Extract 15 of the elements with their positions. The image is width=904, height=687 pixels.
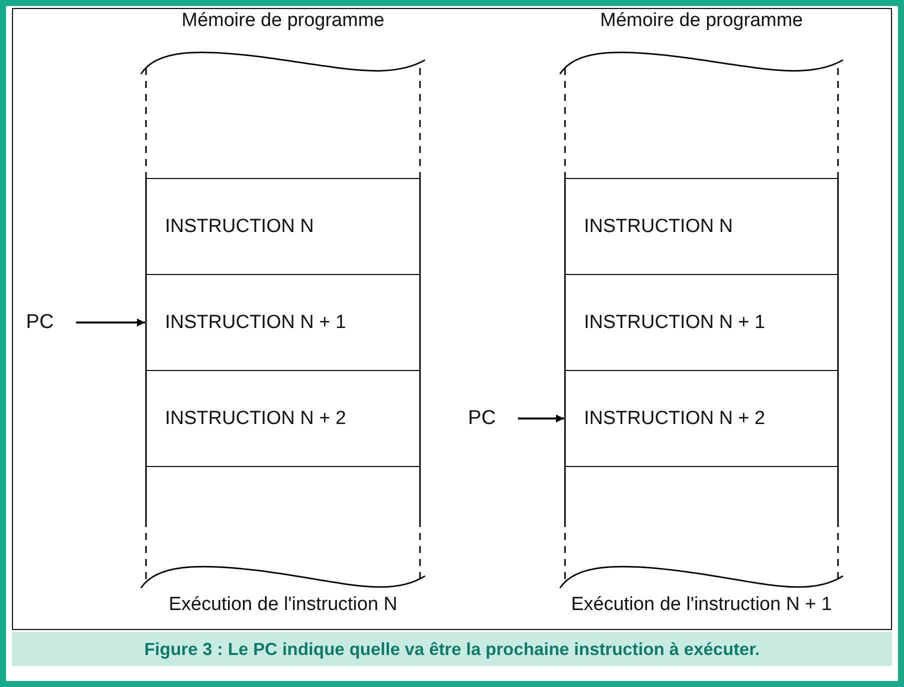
execution-caption: Exécution de l'instruction N (168, 594, 398, 616)
instruction-cell: INSTRUCTION N + 1 (146, 274, 420, 371)
pc-label: PC (468, 403, 496, 433)
memory-title: Mémoire de programme (180, 10, 386, 32)
memory-title: Mémoire de programme (599, 10, 804, 32)
instruction-cell: INSTRUCTION N + 2 (565, 370, 838, 467)
arrow (518, 414, 564, 422)
instruction-cell: INSTRUCTION N + 2 (146, 370, 420, 467)
instruction-cell: INSTRUCTION N (565, 178, 838, 275)
instruction-cell: INSTRUCTION N (146, 178, 420, 275)
instruction-cell: INSTRUCTION N + 1 (565, 274, 838, 371)
arrow (76, 318, 145, 326)
pc-label: PC (26, 307, 54, 337)
execution-caption: Exécution de l'instruction N + 1 (571, 594, 832, 616)
caption: Figure 3 : Le PC indique quelle va être la prochaine instruction à exécuter. (143, 638, 761, 661)
